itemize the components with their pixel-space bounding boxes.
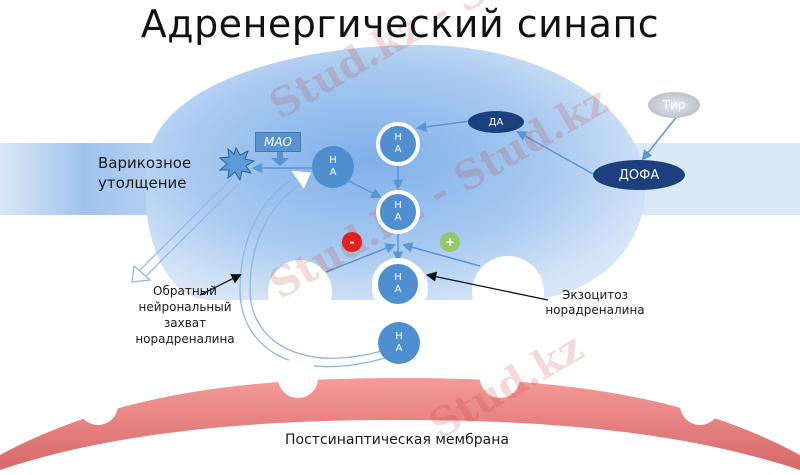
exocytosis-label: Экзоцитоз норадреналина: [545, 288, 645, 317]
minus-sign-icon: -: [342, 232, 362, 252]
tyrosine-ellipse: Тир: [648, 92, 700, 118]
presynaptic-terminal: [145, 45, 646, 300]
reuptake-label: Обратный нейрональный захват норадренали…: [135, 284, 235, 346]
dopa-ellipse: ДОФА: [593, 160, 685, 190]
dopamine-ellipse: ДА: [468, 111, 524, 133]
plus-sign-icon: +: [440, 232, 460, 252]
varicose-label: Варикозное утолщение: [98, 154, 192, 192]
page-title: Адренергический синапс: [140, 2, 660, 46]
postsynaptic-label: Постсинаптическая мембрана: [285, 432, 509, 448]
postsynaptic-membrane: [0, 378, 800, 470]
mao-enzyme-box: МАО: [255, 132, 301, 152]
starburst-icon: [218, 146, 256, 182]
